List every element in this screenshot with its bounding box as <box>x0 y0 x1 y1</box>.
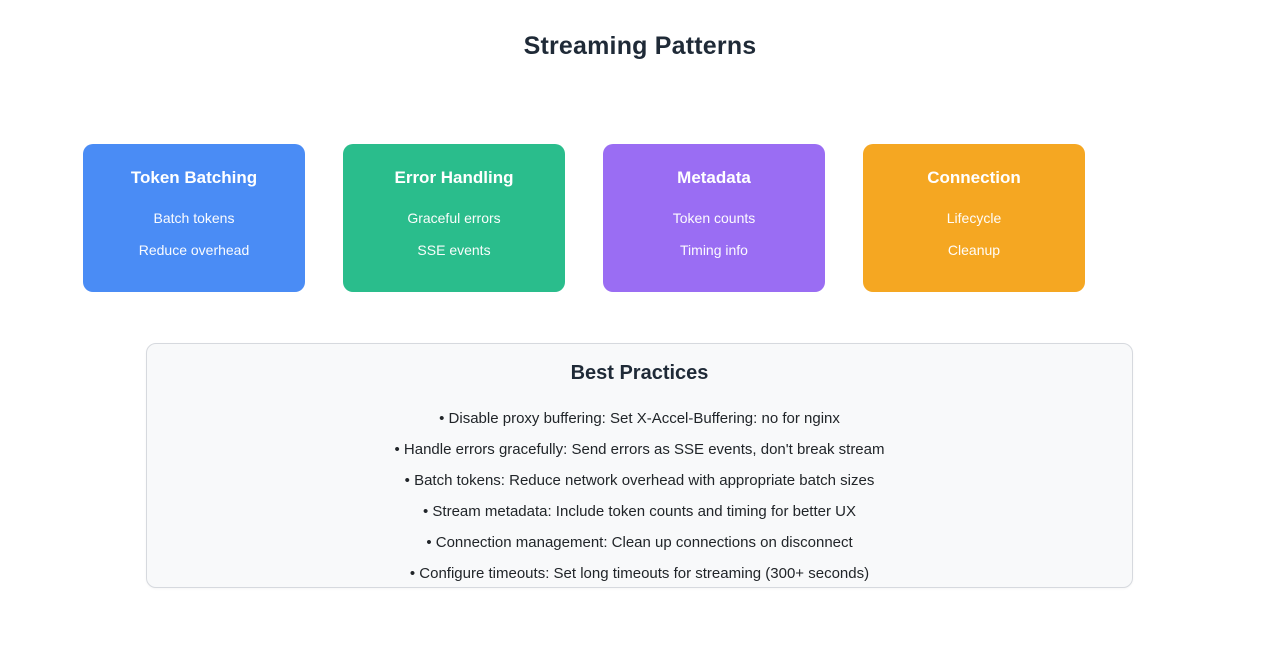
card-token-batching: Token Batching Batch tokens Reduce overh… <box>83 144 305 292</box>
card-title: Error Handling <box>394 168 514 187</box>
card-line: Token counts <box>672 210 756 226</box>
best-practice-item: • Connection management: Clean up connec… <box>426 534 853 551</box>
card-line: Lifecycle <box>946 210 1002 226</box>
card-line: Cleanup <box>947 242 1001 258</box>
card-connection: Connection Lifecycle Cleanup <box>863 144 1085 292</box>
card-metadata: Metadata Token counts Timing info <box>603 144 825 292</box>
card-line: Graceful errors <box>407 210 501 226</box>
best-practice-item: • Handle errors gracefully: Send errors … <box>394 441 885 458</box>
card-title: Metadata <box>677 168 751 187</box>
best-practice-item: • Disable proxy buffering: Set X-Accel-B… <box>439 410 840 427</box>
best-practice-item: • Batch tokens: Reduce network overhead … <box>404 472 875 489</box>
card-line: SSE events <box>417 242 491 258</box>
best-practice-item: • Stream metadata: Include token counts … <box>423 503 856 520</box>
best-practices-list: • Disable proxy buffering: Set X-Accel-B… <box>147 411 1132 582</box>
card-title: Connection <box>927 168 1021 187</box>
card-line: Timing info <box>680 242 748 258</box>
best-practice-item: • Configure timeouts: Set long timeouts … <box>409 565 870 582</box>
card-line: Batch tokens <box>153 210 235 226</box>
best-practices-panel: Best Practices • Disable proxy buffering… <box>146 343 1133 588</box>
card-error-handling: Error Handling Graceful errors SSE event… <box>343 144 565 292</box>
card-title: Token Batching <box>130 168 258 187</box>
page-title: Streaming Patterns <box>523 32 757 60</box>
best-practices-title: Best Practices <box>570 362 709 384</box>
card-line: Reduce overhead <box>138 242 250 258</box>
